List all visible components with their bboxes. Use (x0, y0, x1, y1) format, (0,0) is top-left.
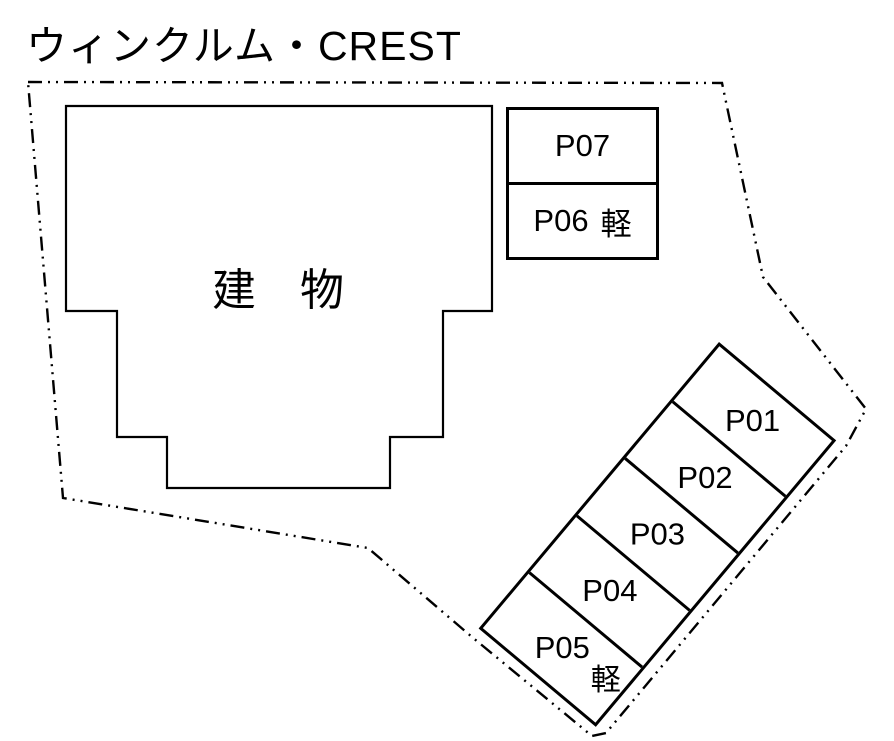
stall-label: P06 (533, 203, 589, 238)
kei-note: 軽 (590, 664, 621, 698)
property-boundary-line (26, 80, 868, 738)
stall-label: P02 (677, 459, 733, 495)
stall-label: P03 (629, 516, 685, 552)
building-label: 建 物 (212, 266, 344, 315)
stall-label-text: P05 (534, 630, 590, 666)
kei-note: 軽 (600, 206, 632, 242)
parking-stall-p06: P06 軽 (509, 185, 656, 257)
stall-label: P04 (582, 573, 638, 609)
stall-label: P07 (554, 128, 611, 163)
page-title: ウィンクルム・CREST (26, 23, 462, 69)
stall-label: P05 軽 (534, 630, 620, 697)
building-outline (64, 104, 494, 490)
parking-row-top: P07 P06 軽 (506, 107, 659, 260)
stall-label: P01 (725, 402, 781, 438)
parking-stall-p07: P07 (509, 110, 656, 185)
